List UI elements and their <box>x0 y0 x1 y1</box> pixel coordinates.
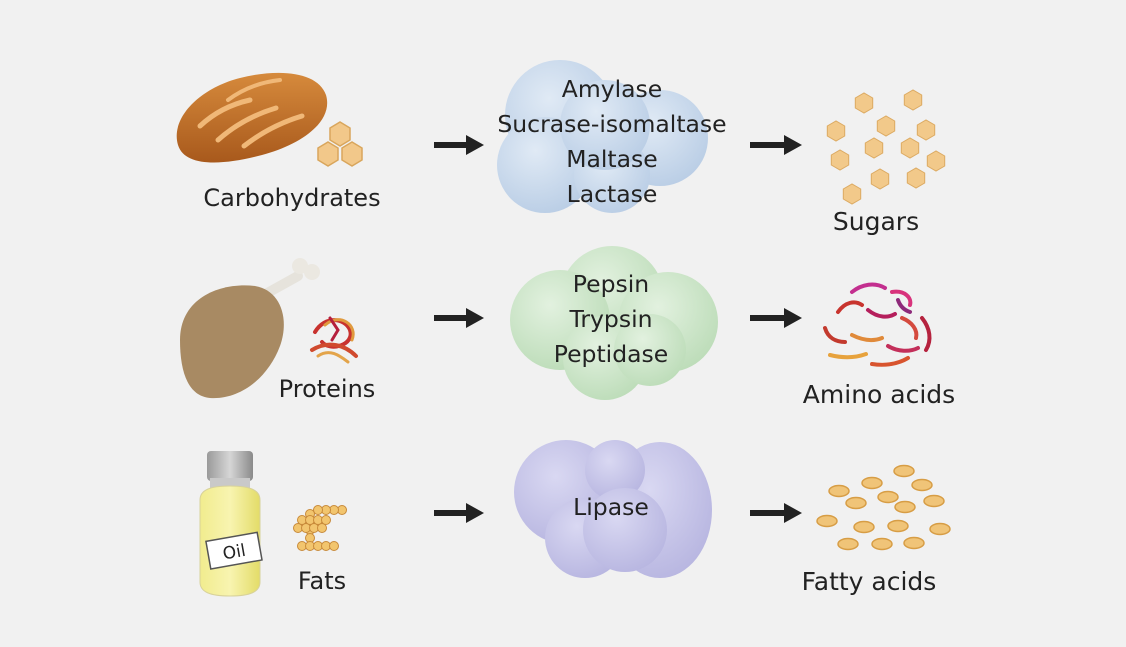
fatty-acid-molecule <box>923 494 945 508</box>
sugar-molecule <box>826 120 846 142</box>
lipid-chain-icon <box>293 505 347 551</box>
arrow-enzymes-to-fatty-acids <box>750 503 802 523</box>
enzyme-blob-fats <box>514 440 712 578</box>
product-label-fatty-acids: Fatty acids <box>801 567 937 596</box>
enzyme-label: Trypsin <box>569 305 653 333</box>
lipid-bead <box>321 515 331 525</box>
product-label-sugars: Sugars <box>832 207 920 236</box>
enzyme-label: Maltase <box>566 145 658 173</box>
enzyme-label: Lactase <box>566 180 658 208</box>
arrow-enzymes-to-sugars <box>750 135 802 155</box>
oil-label-tag: Oil <box>205 531 263 570</box>
fatty-acid-molecule <box>845 496 867 510</box>
enzyme-blob-carbohydrates <box>497 60 708 213</box>
oil-label: Oil <box>221 541 247 565</box>
fatty-acid-molecule <box>894 500 916 514</box>
food-label-fats: Fats <box>297 567 347 595</box>
sugar-molecule <box>900 137 920 159</box>
sugar-molecule <box>916 119 936 141</box>
lipid-bead <box>317 523 327 533</box>
sugar-molecule <box>842 183 862 205</box>
sugar-molecule <box>854 92 874 114</box>
food-label-proteins: Proteins <box>278 375 376 403</box>
amino-acid-strands-icon <box>823 282 932 367</box>
lipid-bead <box>313 505 323 515</box>
enzyme-label: Lipase <box>573 493 649 521</box>
arrow-enzymes-to-amino-acids <box>750 308 802 328</box>
arrow-fats-to-enzymes <box>434 503 484 523</box>
fatty-acid-molecule <box>828 484 850 498</box>
sugar-molecule <box>903 89 923 111</box>
arrow-carbohydrates-to-enzymes <box>434 135 484 155</box>
drumstick-icon <box>180 258 320 399</box>
fatty-acid-molecule <box>816 514 838 528</box>
bread-icon <box>176 72 328 163</box>
fatty-acid-molecule <box>877 490 899 504</box>
sugar-molecule <box>876 115 896 137</box>
fatty-acid-molecule <box>887 519 909 533</box>
hexagon-cluster-icon <box>317 121 363 167</box>
sugar-hexagons-icon <box>826 89 946 205</box>
product-label-amino-acids: Amino acids <box>802 380 956 409</box>
sugar-molecule <box>906 167 926 189</box>
sugar-molecule <box>864 137 884 159</box>
arrow-proteins-to-enzymes <box>434 308 484 328</box>
fatty-acid-molecule <box>853 520 875 534</box>
fatty-acid-molecule <box>893 464 915 478</box>
enzyme-label: Sucrase-isomaltase <box>497 110 727 138</box>
fatty-acid-molecule <box>861 476 883 490</box>
fatty-acid-molecule <box>911 478 933 492</box>
enzyme-label: Pepsin <box>572 270 650 298</box>
protein-fold-icon <box>310 316 358 364</box>
lipid-bead <box>329 541 339 551</box>
sugar-molecule <box>926 150 946 172</box>
enzyme-list-fats: Lipase <box>573 490 649 525</box>
fatty-acid-molecule <box>871 537 893 551</box>
fatty-acid-molecule <box>903 536 925 550</box>
fatty-acid-molecule <box>929 522 951 536</box>
enzyme-list-proteins: Pepsin Trypsin Peptidase <box>554 267 668 372</box>
sugar-molecule <box>830 149 850 171</box>
enzyme-label: Amylase <box>561 75 663 103</box>
sugar-molecule <box>870 168 890 190</box>
food-label-carbohydrates: Carbohydrates <box>203 184 381 212</box>
oil-bottle-icon: Oil <box>199 451 263 597</box>
fatty-acid-ovals-icon <box>816 464 951 551</box>
fatty-acid-molecule <box>837 537 859 551</box>
enzyme-list-carbohydrates: Amylase Sucrase-isomaltase Maltase Lacta… <box>497 72 726 212</box>
enzyme-label: Peptidase <box>553 340 669 368</box>
enzyme-blob-proteins <box>510 246 718 400</box>
